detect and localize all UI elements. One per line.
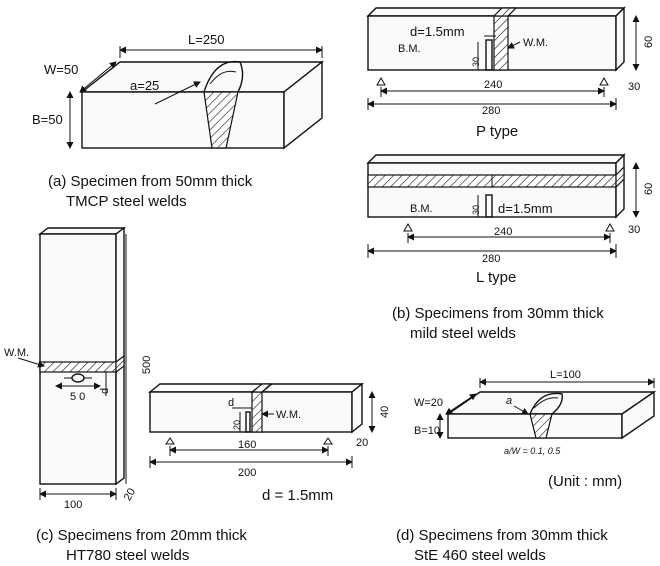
panel-b-p-height: 60 [643,36,655,48]
panel-d-caption-line1: (d) Specimens from 30mm thick [396,527,608,544]
panel-c-bar-notch-depth: 20 [232,420,242,430]
panel-b-l-type-specimen [366,153,640,258]
panel-b-l-notch-width: d=1.5mm [498,201,553,216]
panel-b-l-type-label: L type [476,269,516,286]
panel-b-l-length: 280 [482,253,500,265]
panel-b-p-notch-depth: 30 [471,57,481,67]
panel-c-bar-weld-metal-label: W.M. [276,409,301,421]
unit-note: (Unit : mm) [548,473,622,490]
panel-c-caption-line2: HT780 steel welds [66,547,189,564]
panel-b-l-thickness: 30 [628,224,640,236]
panel-d-length-label: L=100 [550,369,581,381]
panel-b-p-type-specimen [366,6,640,110]
panel-c-bar-notch-width: d [228,397,234,409]
panel-d-crack-label: a [506,395,512,407]
panel-b-l-height: 60 [643,183,655,195]
panel-b-p-length: 280 [482,105,500,117]
panel-c-notch-value: d = 1.5mm [262,487,333,504]
panel-c-plate-specimen [17,226,127,500]
panel-a-specimen [66,46,325,150]
panel-b-p-base-metal-label: B.M. [398,43,421,55]
panel-b-l-span: 240 [494,226,512,238]
panel-a-caption-line2: TMCP steel welds [66,193,187,210]
panel-b-l-notch-depth: 30 [471,205,481,215]
panel-d-crack-ratio: a/W = 0.1, 0.5 [504,446,561,456]
panel-c-notch-depth-left: d [99,388,111,394]
panel-c-bar-span: 160 [238,439,256,451]
panel-a-caption-line1: (a) Specimen from 50mm thick [48,173,253,190]
panel-c-bar-length: 200 [238,467,256,479]
panel-c-plate-height: 500 [141,356,153,374]
panel-d-width-label: W=20 [414,397,443,409]
panel-c-plate-width: 100 [64,499,82,511]
panel-c-caption-line1: (c) Specimens from 20mm thick [36,527,247,544]
panel-b-p-span: 240 [484,79,502,91]
panel-a-thickness-label: B=50 [32,112,63,127]
panel-c-bar-height: 40 [379,406,391,418]
panel-d-thickness-label: B=10 [414,425,440,437]
panel-b-l-base-metal-label: B.M. [410,203,433,215]
panel-b-p-type-label: P type [476,123,518,140]
panel-b-p-weld-metal-label: W.M. [523,37,548,49]
panel-c-bar-thickness: 20 [356,437,368,449]
panel-c-bar-specimen [148,382,376,468]
panel-a-length-label: L=250 [188,32,225,47]
panel-b-caption-line2: mild steel welds [410,325,516,342]
panel-a-width-label: W=50 [44,62,78,77]
panel-d-specimen [436,378,657,440]
panel-b-p-thickness: 30 [628,81,640,93]
panel-c-weld-metal-label: W.M. [4,347,29,359]
panel-c-notch-length: 5 0 [70,391,85,403]
panel-a-crack-label: a=25 [130,78,159,93]
panel-b-caption-line1: (b) Specimens from 30mm thick [392,305,604,322]
panel-b-p-notch-width: d=1.5mm [410,24,465,39]
panel-d-caption-line2: StE 460 steel welds [414,547,546,564]
panel-c-plate-thickness: 20 [122,486,139,503]
